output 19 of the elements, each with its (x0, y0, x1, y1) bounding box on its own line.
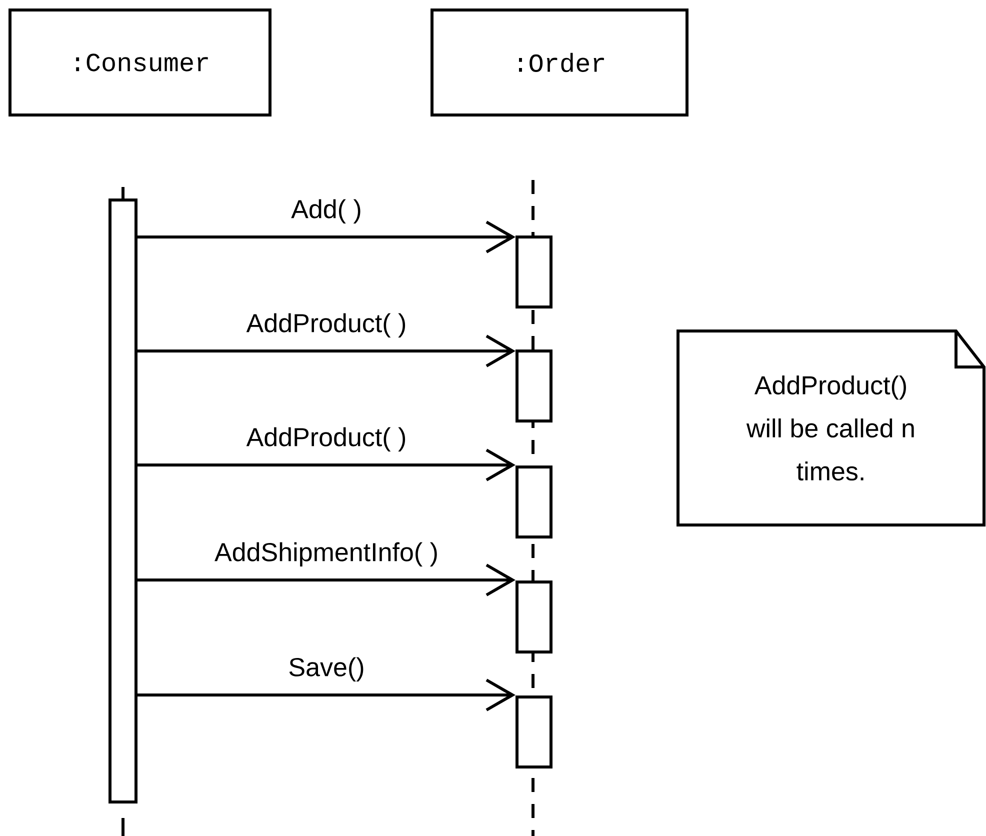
message-label: AddProduct( ) (246, 313, 406, 338)
activation-bar (516, 696, 552, 768)
message-label: AddProduct( ) (246, 427, 406, 452)
message-label: Add( ) (291, 199, 360, 224)
message-arrow (138, 220, 516, 254)
activation-bar (516, 350, 552, 422)
message-label: Save() (289, 657, 364, 682)
activation-bar (108, 198, 138, 804)
activation-bar (516, 466, 552, 538)
message-arrow (138, 334, 516, 368)
note: AddProduct() will be called n times. (676, 330, 986, 526)
message-arrow (138, 448, 516, 482)
activation-bar (516, 580, 552, 654)
class-box: :Consumer (8, 8, 272, 116)
message-arrow (138, 678, 516, 712)
class-box: :Order (430, 8, 688, 116)
message-label: AddShipmentInfo( ) (214, 542, 437, 566)
activation-bar (516, 236, 552, 308)
message-arrow (138, 564, 516, 596)
